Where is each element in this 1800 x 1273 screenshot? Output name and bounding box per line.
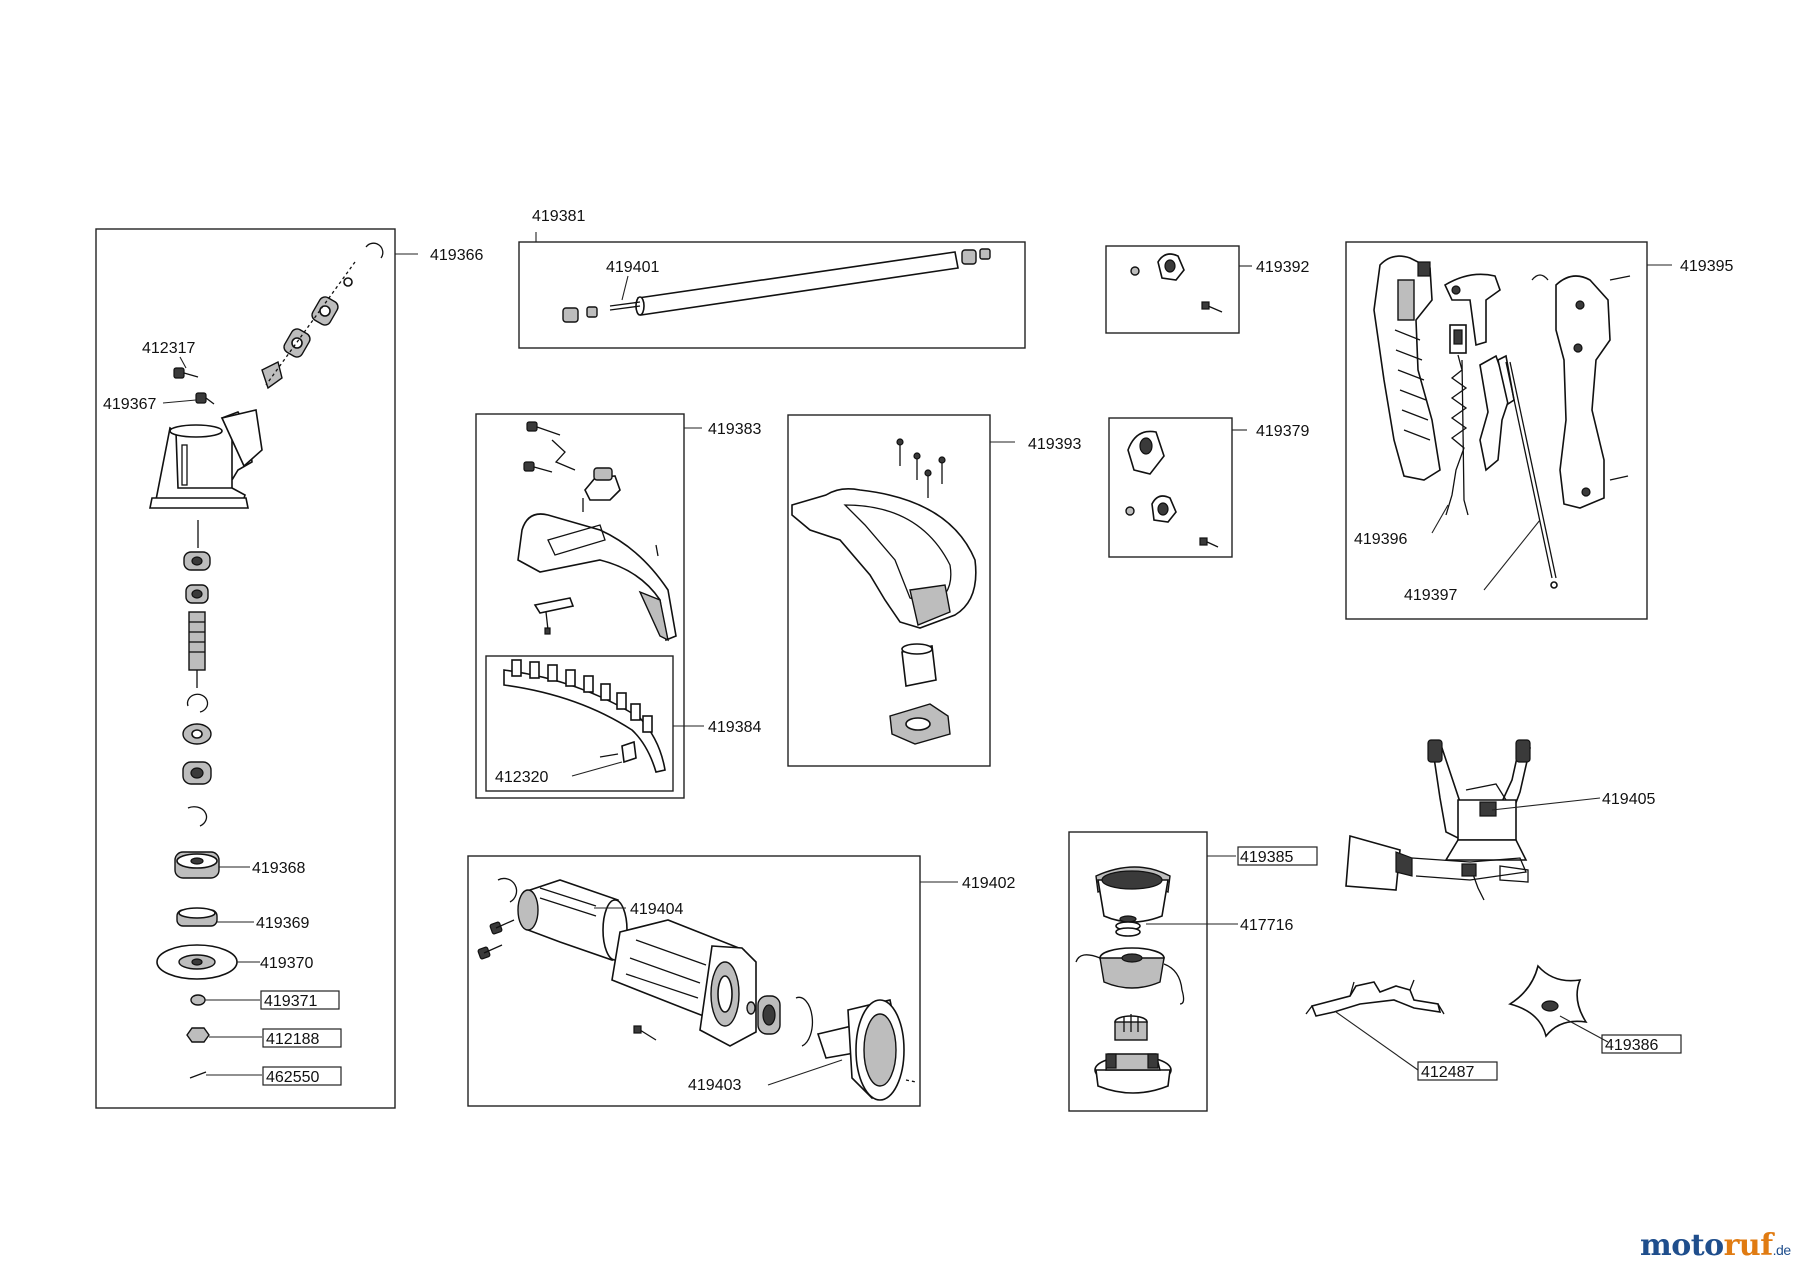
cup-419369-part: [176, 907, 218, 927]
pin-462550-part: [189, 1071, 207, 1079]
guard-skirt-part: [503, 659, 666, 773]
spool-cover-part: [1095, 866, 1171, 923]
shaft-assembly-frame: [518, 241, 1026, 349]
handle-sleeve-part: [901, 643, 937, 687]
screw-419367-part: [195, 392, 215, 405]
clamp-419392-part: [1130, 253, 1223, 313]
blade-419386-part: [1508, 964, 1588, 1038]
screw-412317-part: [173, 367, 199, 379]
throttle-cable-part: [1505, 361, 1558, 589]
label-419385: 419385: [1240, 849, 1293, 866]
clutch-bearing-part: [746, 995, 781, 1035]
snap-ring-part: [186, 693, 209, 713]
clutch-housing-part: [611, 919, 757, 1047]
clutch-drum-frame: [467, 855, 921, 1107]
clutch-drum-419403-part: [816, 999, 905, 1101]
nut-part: [185, 584, 209, 604]
switch-part: [1445, 324, 1469, 516]
label-412487: 412487: [1421, 1064, 1474, 1081]
label-419402: 419402: [962, 875, 1015, 892]
clutch-screws-part: [477, 919, 515, 960]
spring-417716-part: [1115, 915, 1141, 937]
label-419405: 419405: [1602, 791, 1655, 808]
guard-skirt-frame: [485, 655, 674, 792]
label-419366: 419366: [430, 247, 483, 264]
clutch-snap-ring-part: [795, 996, 814, 1047]
label-419381: 419381: [532, 208, 585, 225]
label-419383: 419383: [708, 421, 761, 438]
label-419396: 419396: [1354, 531, 1407, 548]
guard-assembly-frame: [475, 413, 685, 799]
clamp-419392-frame: [1105, 245, 1240, 334]
label-419371: 419371: [264, 993, 317, 1010]
label-419386: 419386: [1605, 1037, 1658, 1054]
nut-412188-part: [186, 1027, 210, 1043]
spacer-419368-part: [174, 851, 220, 879]
gearhead-assembly-frame: [95, 228, 396, 1109]
guard-bracket-part: [582, 467, 621, 512]
label-419370: 419370: [260, 955, 313, 972]
loop-handle-frame: [787, 414, 991, 767]
handle-half-right-part: [1555, 275, 1631, 509]
label-419368: 419368: [252, 860, 305, 877]
gear-part: [182, 723, 212, 745]
label-417716: 417716: [1240, 917, 1293, 934]
logo-part-tld: .de: [1772, 1242, 1791, 1258]
bump-knob-part: [1114, 1014, 1148, 1041]
logo-part-moto: moto: [1640, 1228, 1724, 1263]
loop-handle-part: [791, 488, 977, 629]
bearing-lower-part: [182, 761, 212, 785]
throttle-part: [1443, 273, 1549, 347]
blade-412487-part: [1305, 979, 1445, 1017]
handle-clamp-part: [889, 703, 951, 745]
label-419404: 419404: [630, 901, 683, 918]
head-housing-part: [1094, 1053, 1172, 1094]
handle-screws-part: [896, 438, 946, 498]
label-419367: 419367: [103, 396, 156, 413]
drive-tube-part: [609, 251, 959, 316]
label-412317: 412317: [142, 340, 195, 357]
trimmer-head-frame: [1068, 831, 1208, 1112]
label-419393: 419393: [1028, 436, 1081, 453]
spindle-part: [188, 611, 206, 688]
clamp-419379-frame: [1108, 417, 1233, 558]
label-419379: 419379: [1256, 423, 1309, 440]
harness-419405-part: [1345, 739, 1531, 901]
bearing-housing-419404-part: [517, 879, 628, 962]
label-419395: 419395: [1680, 258, 1733, 275]
guard-blade-part: [533, 597, 575, 635]
bearing-upper-part: [183, 551, 211, 571]
label-419403: 419403: [688, 1077, 741, 1094]
label-412188: 412188: [266, 1031, 319, 1048]
label-462550: 462550: [266, 1069, 319, 1086]
label-419392: 419392: [1256, 259, 1309, 276]
label-419384: 419384: [708, 719, 761, 736]
handle-half-left-part: [1373, 255, 1441, 481]
washer-419371-part: [190, 994, 206, 1006]
grass-guard-part: [517, 513, 677, 642]
plate-419370-part: [156, 944, 238, 980]
spool-part: [1075, 947, 1185, 1005]
label-419369: 419369: [256, 915, 309, 932]
label-412320: 412320: [495, 769, 548, 786]
label-419397: 419397: [1404, 587, 1457, 604]
motoruf-logo: motoruf.de: [1640, 1228, 1791, 1263]
shaft-nut-part: [562, 248, 991, 323]
bevel-gear-part: [261, 360, 283, 390]
gear-housing-part: [149, 409, 263, 509]
circlip-clutch-part: [497, 877, 518, 903]
guard-screws-part: [523, 421, 576, 473]
rear-handle-frame: [1345, 241, 1648, 620]
washer-part: [343, 277, 353, 287]
clamp-419379-part: [1125, 430, 1219, 548]
snap-ring-lower-part: [187, 806, 208, 827]
circlip-part: [365, 242, 384, 259]
logo-part-ruf: ruf: [1723, 1228, 1774, 1263]
label-419401: 419401: [606, 259, 659, 276]
